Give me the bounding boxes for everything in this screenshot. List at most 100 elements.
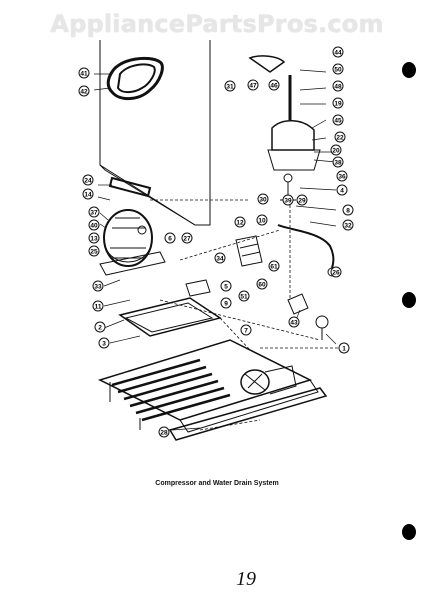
callout-44: 44 (332, 46, 344, 58)
svg-text:61: 61 (270, 264, 278, 271)
svg-text:37: 37 (90, 210, 98, 217)
svg-text:4: 4 (340, 188, 344, 195)
svg-text:12: 12 (236, 220, 244, 227)
callout-8: 8 (342, 204, 354, 216)
callout-3: 3 (98, 337, 110, 349)
callout-51: 51 (238, 290, 250, 302)
callout-29: 29 (296, 194, 308, 206)
valve-fitting (248, 55, 286, 73)
callout-41: 41 (78, 67, 90, 79)
callout-2: 2 (94, 321, 106, 333)
callout-5: 5 (220, 280, 232, 292)
callout-46: 46 (268, 79, 280, 91)
svg-text:45: 45 (334, 118, 342, 125)
callout-61: 61 (268, 260, 280, 272)
svg-text:28: 28 (160, 430, 168, 437)
callout-26: 26 (330, 266, 342, 278)
callout-50: 50 (332, 63, 344, 75)
svg-text:31: 31 (226, 84, 234, 91)
svg-text:42: 42 (80, 89, 88, 96)
callout-34: 34 (214, 252, 226, 264)
callout-22: 22 (334, 131, 346, 143)
drain-pan (118, 297, 222, 337)
svg-text:43: 43 (290, 320, 298, 327)
punch-hole-middle (402, 292, 416, 308)
svg-text:1: 1 (342, 346, 346, 353)
callout-45: 45 (332, 114, 344, 126)
svg-text:41: 41 (80, 71, 88, 78)
page-number: 19 (236, 568, 256, 590)
water-valve (287, 293, 329, 340)
callout-14: 14 (82, 188, 94, 200)
svg-text:24: 24 (84, 178, 92, 185)
callout-11: 11 (92, 300, 104, 312)
svg-text:22: 22 (336, 135, 344, 142)
callout-30: 30 (257, 193, 269, 205)
callout-48: 48 (332, 80, 344, 92)
callout-1: 1 (338, 342, 350, 354)
callout-19: 19 (332, 97, 344, 109)
callout-20: 20 (330, 144, 342, 156)
callout-37: 37 (88, 206, 100, 218)
svg-text:34: 34 (216, 256, 224, 263)
callout-33: 33 (92, 280, 104, 292)
svg-text:50: 50 (334, 67, 342, 74)
callout-7: 7 (240, 324, 252, 336)
svg-text:36: 36 (338, 174, 346, 181)
callout-27: 27 (181, 232, 193, 244)
svg-text:9: 9 (224, 301, 228, 308)
callout-40: 40 (88, 219, 100, 231)
callout-39: 39 (282, 194, 294, 206)
svg-text:6: 6 (168, 236, 172, 243)
condenser-assembly (97, 339, 319, 433)
svg-text:32: 32 (344, 223, 352, 230)
callout-31: 31 (224, 80, 236, 92)
svg-text:10: 10 (258, 218, 266, 225)
compressor (99, 209, 166, 276)
svg-text:3: 3 (102, 341, 106, 348)
punch-hole-top (402, 62, 416, 78)
gasket-ring (106, 56, 164, 100)
punch-hole-bottom (402, 524, 416, 540)
svg-text:46: 46 (270, 83, 278, 90)
callout-10: 10 (256, 214, 268, 226)
relay-overload (185, 235, 263, 297)
svg-text:2: 2 (98, 325, 102, 332)
svg-text:7: 7 (244, 328, 248, 335)
svg-text:39: 39 (284, 198, 292, 205)
svg-text:25: 25 (90, 249, 98, 256)
diagram-caption: Compressor and Water Drain System (155, 480, 279, 487)
cabinet-outline (99, 40, 211, 226)
svg-text:27: 27 (183, 236, 191, 243)
base-rail (168, 387, 328, 441)
svg-text:13: 13 (90, 236, 98, 243)
svg-text:38: 38 (334, 160, 342, 167)
svg-text:11: 11 (95, 304, 102, 311)
svg-text:60: 60 (258, 282, 266, 289)
svg-text:51: 51 (240, 294, 248, 301)
callout-36: 36 (336, 170, 348, 182)
callout-32: 32 (342, 219, 354, 231)
callout-9: 9 (220, 297, 232, 309)
svg-text:19: 19 (334, 101, 342, 108)
callout-labels: 44 50 47 46 31 48 41 19 42 45 22 20 38 3… (78, 46, 354, 438)
svg-text:20: 20 (332, 148, 340, 155)
svg-text:29: 29 (298, 198, 306, 205)
svg-text:44: 44 (334, 50, 342, 57)
drain-tube (277, 224, 337, 277)
callout-43: 43 (288, 316, 300, 328)
svg-text:5: 5 (224, 284, 228, 291)
callout-25: 25 (88, 245, 100, 257)
callout-42: 42 (78, 85, 90, 97)
callout-6: 6 (164, 232, 176, 244)
sound-shield (108, 176, 152, 198)
callout-24: 24 (82, 174, 94, 186)
svg-text:47: 47 (249, 83, 257, 90)
callout-4: 4 (336, 184, 348, 196)
callout-12: 12 (234, 216, 246, 228)
watermark: AppliancePartsPros.com (50, 10, 384, 38)
callout-13: 13 (88, 232, 100, 244)
svg-text:8: 8 (346, 208, 350, 215)
